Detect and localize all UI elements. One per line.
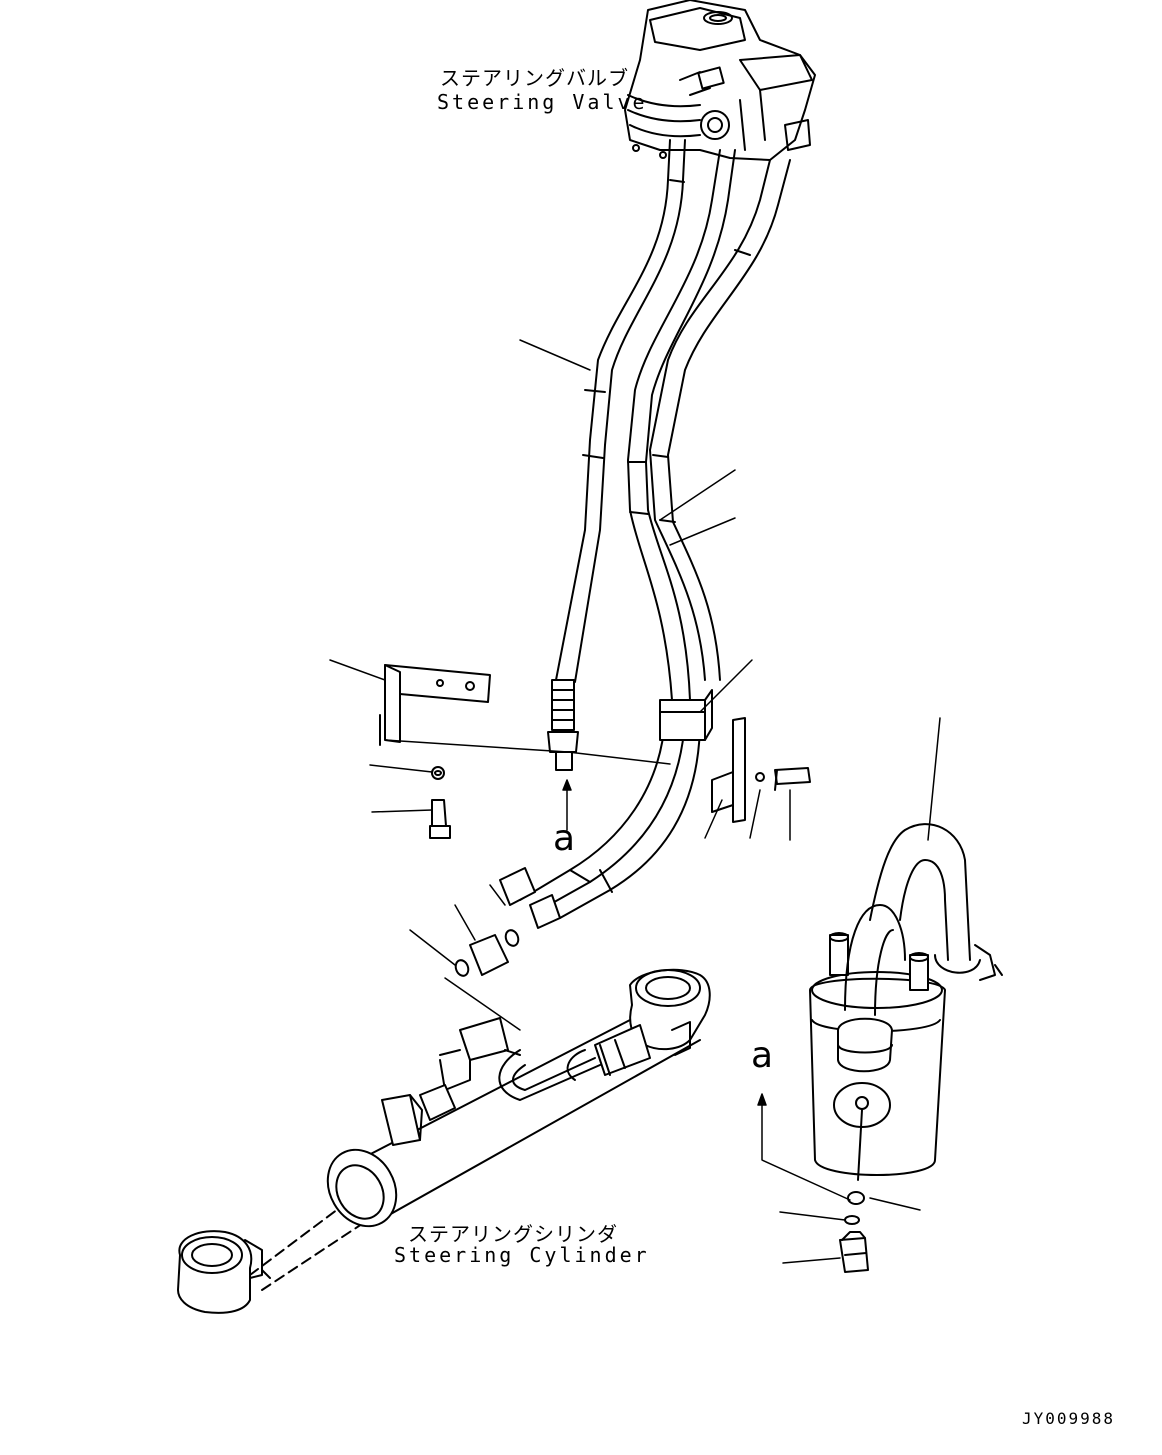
steering-valve xyxy=(625,0,815,160)
hose-left xyxy=(556,140,685,682)
hose-middle xyxy=(628,150,735,700)
leader-lines xyxy=(330,340,940,1263)
hose-lower-bend xyxy=(520,690,712,918)
steering-cylinder-label-jp: ステアリングシリンダ xyxy=(408,1222,618,1246)
view-marker-a-left: a xyxy=(553,818,576,859)
steering-valve-label-jp: ステアリングバルブ xyxy=(440,66,629,90)
bracket-right xyxy=(712,718,810,822)
hose-right xyxy=(650,160,790,680)
view-marker-a-right: a xyxy=(751,1035,774,1076)
tank-assembly xyxy=(810,824,1002,1272)
steering-valve-label-en: Steering Valve xyxy=(437,90,648,114)
hose-left-fitting xyxy=(548,680,578,770)
drawing-code: JY009988 xyxy=(1022,1409,1116,1428)
reference-lines xyxy=(385,740,850,1200)
steering-cylinder-label-en: Steering Cylinder xyxy=(394,1243,650,1267)
bracket-left xyxy=(380,665,490,838)
hose-end-fittings xyxy=(454,868,560,978)
steering-cylinder xyxy=(178,970,710,1313)
